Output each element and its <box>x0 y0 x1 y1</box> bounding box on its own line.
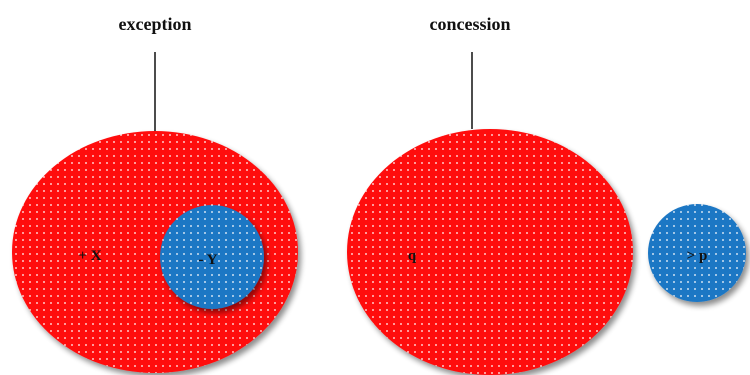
exception-outer-circle <box>12 131 298 373</box>
concession-separate-label: > p <box>687 248 708 264</box>
exception-group: exception + X - Y <box>12 14 298 373</box>
exception-inner-label: - Y <box>198 252 217 268</box>
concession-separate-circle <box>648 204 746 302</box>
concession-outer-circle <box>347 129 633 375</box>
concession-outer-label: q <box>408 248 417 264</box>
exception-inner-circle <box>160 205 264 309</box>
concession-title: concession <box>430 14 511 34</box>
exception-title: exception <box>119 14 192 34</box>
exception-outer-label: + X <box>78 248 101 264</box>
concession-group: concession q > p <box>347 14 746 375</box>
